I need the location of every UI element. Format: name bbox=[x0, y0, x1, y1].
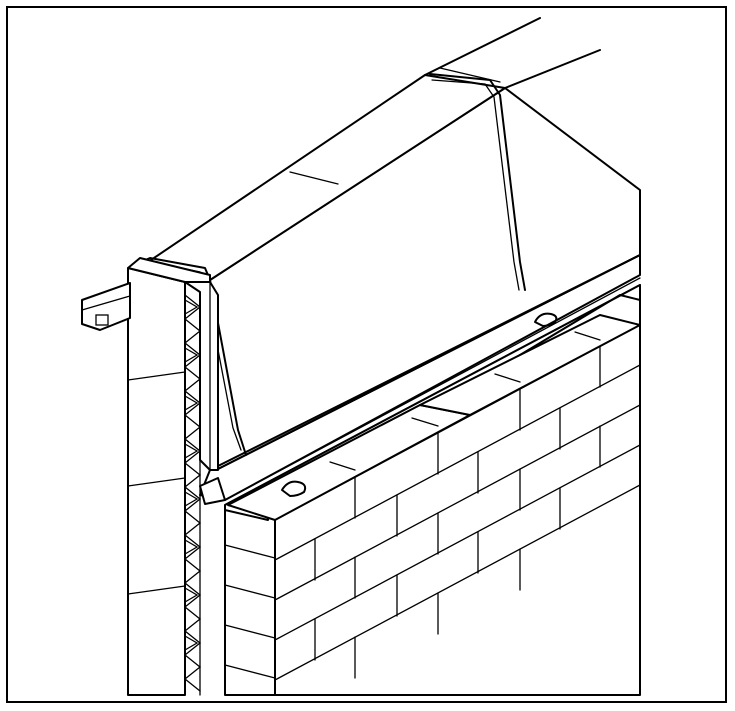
inner-leaf-blockwork bbox=[127, 267, 186, 696]
wall-ties bbox=[281, 312, 558, 497]
inner-leaf-top bbox=[127, 257, 219, 471]
timber-batten bbox=[81, 254, 641, 505]
outer-leaf-brickwork bbox=[224, 284, 641, 696]
cavity-corrugation bbox=[183, 281, 202, 696]
